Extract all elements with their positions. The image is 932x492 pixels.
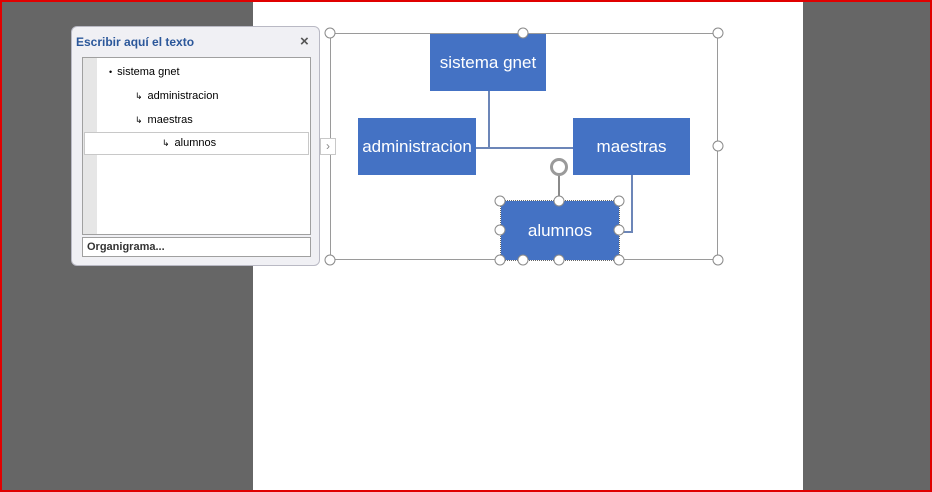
text-pane-title: Escribir aquí el texto <box>76 35 195 49</box>
resize-handle[interactable] <box>517 254 529 266</box>
sub-arrow-icon: ↳ <box>135 91 143 101</box>
resize-handle[interactable] <box>494 224 506 236</box>
list-item[interactable]: ↳ maestras <box>135 114 193 126</box>
connector <box>476 147 573 149</box>
resize-handle[interactable] <box>517 27 529 39</box>
connector <box>619 231 633 233</box>
sub-arrow-icon: ↳ <box>135 115 143 125</box>
rotate-stem <box>558 175 560 201</box>
selected-row <box>84 132 309 155</box>
expand-text-pane-button[interactable]: › <box>320 138 336 155</box>
list-item-label: administracion <box>147 90 219 102</box>
node-administracion[interactable]: administracion <box>358 118 476 175</box>
connector <box>631 175 633 232</box>
list-item[interactable]: ↳ alumnos <box>162 137 216 149</box>
resize-handle[interactable] <box>494 254 506 266</box>
list-item-label: sistema gnet <box>117 66 180 78</box>
close-icon[interactable]: × <box>300 33 309 50</box>
list-item[interactable]: ↳ administracion <box>135 90 218 102</box>
resize-handle[interactable] <box>613 195 625 207</box>
node-sistema-gnet[interactable]: sistema gnet <box>430 34 546 91</box>
resize-handle[interactable] <box>494 195 506 207</box>
resize-handle[interactable] <box>324 254 336 266</box>
resize-handle[interactable] <box>553 195 565 207</box>
rotate-icon[interactable] <box>550 158 568 176</box>
resize-handle[interactable] <box>712 140 724 152</box>
resize-handle[interactable] <box>613 224 625 236</box>
list-item-label: maestras <box>147 114 193 126</box>
list-item[interactable]: • sistema gnet <box>109 66 180 78</box>
text-pane: Escribir aquí el texto × • sistema gnet ↳… <box>71 26 320 266</box>
connector <box>488 91 490 148</box>
node-maestras[interactable]: maestras <box>573 118 690 175</box>
node-alumnos[interactable]: alumnos <box>500 200 620 261</box>
resize-handle[interactable] <box>712 254 724 266</box>
bullet-icon: • <box>109 67 113 77</box>
sub-arrow-icon: ↳ <box>162 138 170 148</box>
resize-handle[interactable] <box>324 27 336 39</box>
resize-handle[interactable] <box>712 27 724 39</box>
text-pane-tree[interactable]: •sistema gnet ↳administracion ↳maestras … <box>82 57 311 235</box>
resize-handle[interactable] <box>613 254 625 266</box>
list-item-label: alumnos <box>174 137 217 149</box>
resize-handle[interactable] <box>553 254 565 266</box>
organigrama-link[interactable]: Organigrama... <box>82 237 311 257</box>
